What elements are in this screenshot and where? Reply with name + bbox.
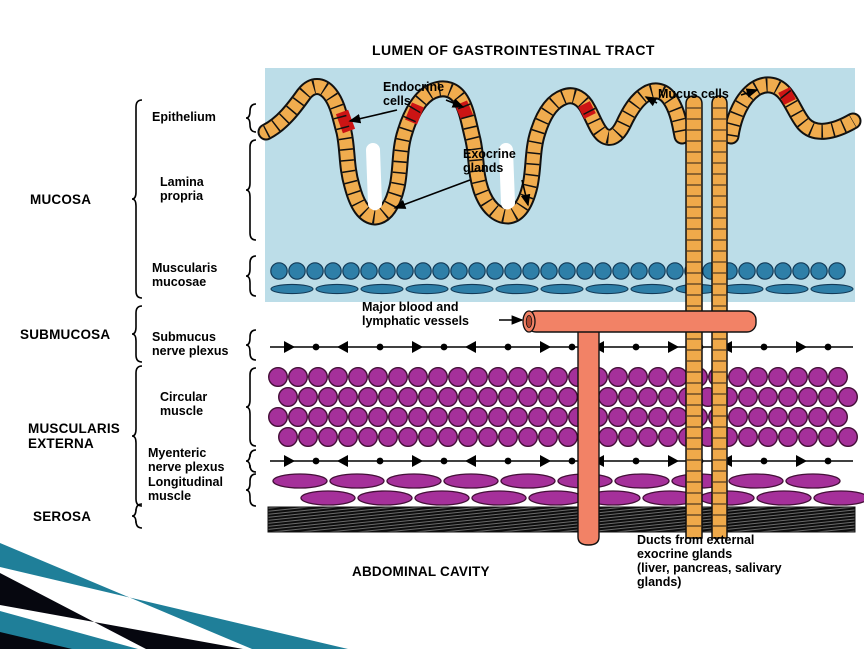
sublayer-label-epithelium: Epithelium [152, 110, 216, 124]
annotation-exocrine-glands: Exocrine glands [463, 147, 516, 175]
annotation-mucus-cells: Mucus cells [658, 87, 729, 101]
sublayer-label-lamina-propria: Lamina propria [160, 175, 204, 203]
myenteric-nerve-plexus [270, 455, 853, 467]
label-braces [131, 99, 257, 529]
layer-label-mucosa: MUCOSA [30, 192, 92, 207]
submucosal-nerve-plexus [270, 341, 853, 353]
annotation-arrows [348, 88, 759, 325]
annotation-abdominal-cavity: ABDOMINAL CAVITY [352, 564, 490, 579]
serosa-band [267, 506, 856, 533]
annotation-endocrine-cells: Endocrine cells [383, 80, 445, 108]
diagram-title: LUMEN OF GASTROINTESTINAL TRACT [372, 42, 655, 58]
sublayer-label-myenteric-nerve-plexus: Myenteric nerve plexus [148, 446, 225, 474]
layer-label-muscularis-externa: MUSCULARIS EXTERNA [28, 421, 120, 452]
sublayer-label-circular-muscle: Circular muscle [160, 390, 208, 418]
sublayer-label-longitudinal-muscle: Longitudinal muscle [148, 475, 223, 503]
circular-muscle-cells [268, 367, 859, 448]
epithelium-band [257, 76, 862, 226]
corner-decoration [0, 543, 348, 649]
longitudinal-muscle-cells [272, 473, 864, 506]
sublayer-label-muscularis-mucosae: Muscularis mucosae [152, 261, 218, 289]
layer-label-serosa: SEROSA [33, 509, 92, 524]
muscularis-mucosae-cells [270, 262, 854, 295]
sublayer-label-submucus-nerve-plexus: Submucus nerve plexus [152, 330, 229, 358]
annotation-major-vessels: Major blood and lymphatic vessels [362, 300, 470, 328]
layer-label-submucosa: SUBMUCOSA [20, 327, 111, 342]
annotation-ducts: Ducts from external exocrine glands (liv… [637, 533, 782, 589]
blood-vessel [522, 310, 757, 546]
